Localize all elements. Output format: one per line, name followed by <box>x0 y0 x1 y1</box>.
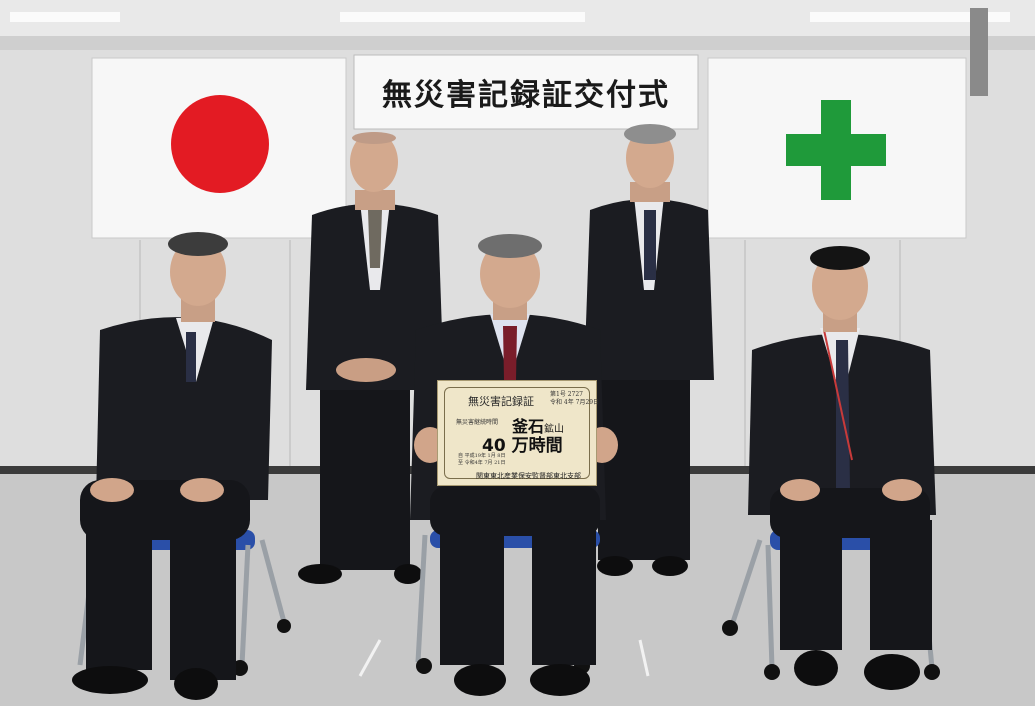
certificate-date-to: 至 令和4年 7月 21日 <box>458 460 506 466</box>
certificate-issuer: 関東東北産業保安監督部東北支部 <box>476 472 581 480</box>
green-cross-flag-icon <box>707 57 967 239</box>
certificate-number-line: 第1号 2727 <box>550 391 583 398</box>
certificate-title: 無災害記録証 <box>468 395 534 408</box>
security-camera <box>970 8 988 96</box>
certificate-site: 釜石鉱山 <box>512 413 564 437</box>
seated-person-right <box>748 246 936 690</box>
ceremony-banner-title: 無災害記録証交付式 <box>382 78 670 113</box>
standing-person-left <box>298 132 444 584</box>
standing-person-right <box>584 124 714 576</box>
certificate-label: 無災害継続時間 <box>456 419 499 426</box>
certificate-number: 第1号 2727 令和 4年 7月29日 <box>550 391 599 407</box>
award-certificate: 無災害記録証 第1号 2727 令和 4年 7月29日 無災害継続時間 釜石鉱山… <box>437 380 599 486</box>
certificate-date-line: 令和 4年 7月29日 <box>550 399 600 406</box>
banner-board <box>353 54 699 130</box>
japan-flag-icon <box>91 57 347 239</box>
certificate-site-suffix: 鉱山 <box>544 424 565 435</box>
seated-person-left <box>72 232 272 700</box>
certificate-date-from: 自 平成19年 1月 8日 <box>458 453 506 459</box>
ceiling-light <box>10 12 120 22</box>
certificate-site-name: 釜石 <box>512 417 545 436</box>
ceiling-light <box>810 12 1010 22</box>
certificate-dates: 自 平成19年 1月 8日 至 令和4年 7月 21日 <box>458 453 506 467</box>
certificate-border <box>444 387 590 479</box>
ceiling-light <box>340 12 585 22</box>
ceiling-beam <box>0 36 1035 50</box>
certificate-hours: 40 万時間 <box>482 436 563 456</box>
